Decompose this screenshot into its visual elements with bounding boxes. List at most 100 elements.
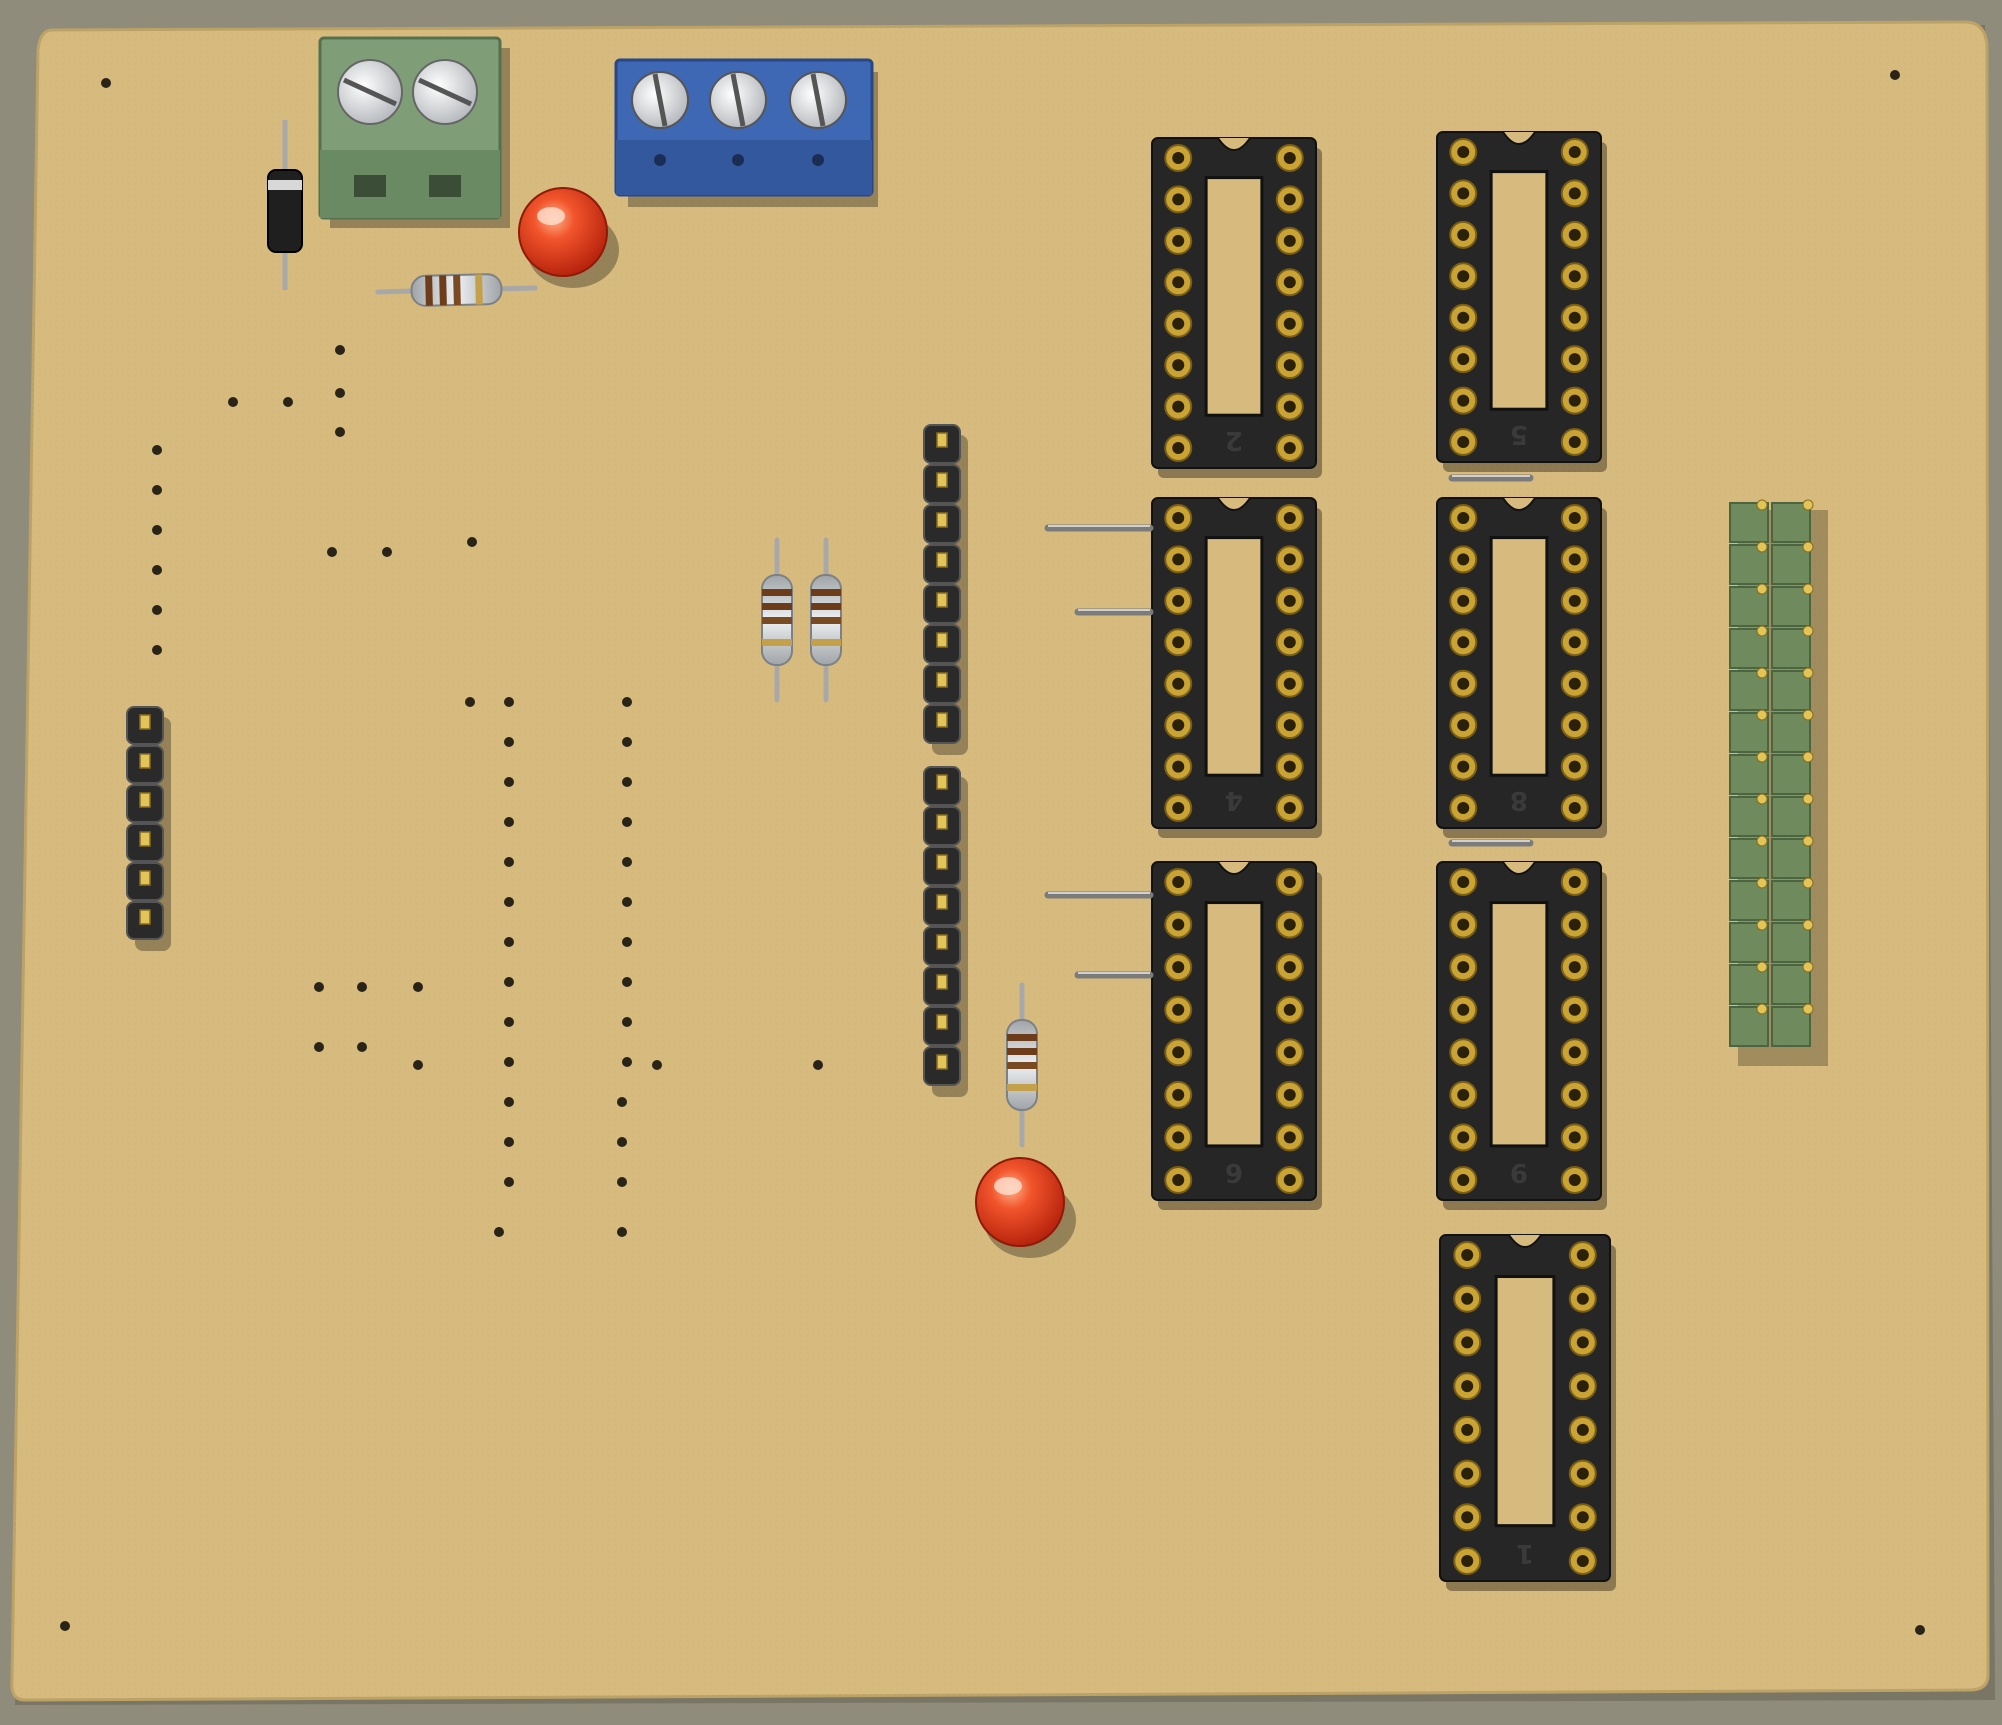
socket-pin-hole: [1283, 152, 1296, 164]
socket-pin-hole: [1172, 760, 1185, 773]
board-hole: [314, 1042, 324, 1052]
socket-pin-hole: [1283, 1131, 1296, 1144]
socket-notch: [1217, 861, 1251, 875]
socket-pin-hole: [1568, 187, 1581, 200]
socket-pin-hole: [1568, 636, 1581, 649]
socket-pin-hole: [1568, 719, 1581, 732]
board-hole: [504, 897, 514, 907]
resistor-band: [762, 589, 792, 596]
socket-pin-hole: [1172, 1174, 1185, 1186]
board-hole: [152, 645, 162, 655]
socket-pin-hole: [1457, 719, 1470, 732]
led-bottom: [975, 1157, 1076, 1258]
header-pin: [1756, 793, 1768, 805]
resistor-band: [811, 617, 841, 624]
header-pin: [936, 712, 948, 728]
header-pin: [139, 831, 151, 847]
header-pin: [936, 472, 948, 488]
resistor-band: [453, 274, 461, 306]
socket-pin-hole: [1457, 636, 1470, 649]
socket-notch: [1502, 861, 1536, 875]
socket-pin-hole: [1172, 442, 1185, 454]
header-pin: [1802, 919, 1814, 931]
header-pin: [1756, 499, 1768, 511]
board-hole: [622, 1017, 632, 1027]
board-hole: [152, 485, 162, 495]
header-pin: [1802, 541, 1814, 553]
header-block: [1771, 586, 1811, 627]
socket-pin-hole: [1461, 1336, 1474, 1349]
resistor-mid-left: [761, 537, 793, 703]
socket-9: 9: [1436, 861, 1607, 1210]
board-hole: [504, 777, 514, 787]
socket-pin-hole: [1172, 802, 1185, 814]
board-hole: [617, 1177, 627, 1187]
socket-pin-hole: [1283, 400, 1296, 413]
header-pin: [936, 432, 948, 448]
board-hole: [504, 1137, 514, 1147]
resistor-band: [811, 639, 841, 646]
socket-pin-hole: [1457, 1046, 1470, 1059]
header-block: [1771, 754, 1811, 795]
socket-pin-hole: [1457, 553, 1470, 566]
screw-slot: [730, 73, 746, 127]
resistor-band: [475, 274, 483, 305]
screw-slot: [342, 77, 398, 107]
socket-pin-hole: [1172, 719, 1185, 732]
led-dome: [975, 1157, 1065, 1247]
board-hole: [617, 1137, 627, 1147]
socket-pin-hole: [1172, 876, 1185, 888]
socket-pin-hole: [1576, 1292, 1589, 1305]
socket-pin-hole: [1172, 234, 1185, 247]
screw-slot: [810, 73, 826, 127]
board-hole: [413, 982, 423, 992]
socket-pin-hole: [1457, 146, 1470, 158]
header-pin: [1756, 751, 1768, 763]
socket-pin-hole: [1283, 442, 1296, 454]
board-hole: [652, 1060, 662, 1070]
socket-pin-hole: [1461, 1423, 1474, 1436]
socket-notch: [1217, 497, 1251, 511]
board-hole: [622, 737, 632, 747]
header-pin: [1802, 499, 1814, 511]
board-hole: [622, 897, 632, 907]
socket-pin-hole: [1172, 961, 1185, 974]
socket-pin-hole: [1457, 228, 1470, 241]
socket-1: 1: [1439, 1234, 1616, 1591]
socket-pin-hole: [1457, 876, 1470, 888]
socket-pin-hole: [1283, 802, 1296, 814]
socket-pin-hole: [1461, 1380, 1474, 1393]
wire-entry: [812, 154, 824, 166]
board-hole: [622, 817, 632, 827]
resistor-top: [375, 273, 538, 307]
header-pin: [1802, 667, 1814, 679]
board-hole: [504, 857, 514, 867]
board-hole: [60, 1621, 70, 1631]
socket-pin-hole: [1457, 961, 1470, 974]
header-block: [1771, 502, 1811, 543]
board-hole: [335, 345, 345, 355]
socket-pin-hole: [1568, 146, 1581, 158]
resistor-body-group: [761, 574, 793, 666]
board-hole: [1915, 1625, 1925, 1635]
socket-pin-hole: [1568, 961, 1581, 974]
socket-pin-hole: [1283, 234, 1296, 247]
socket-pin-hole: [1568, 436, 1581, 448]
board-hole: [622, 1057, 632, 1067]
header-pin: [936, 894, 948, 910]
socket-pin-hole: [1457, 394, 1470, 407]
socket-2: 2: [1151, 137, 1322, 478]
socket-pin-hole: [1568, 1088, 1581, 1101]
socket-label: 8: [1510, 785, 1528, 815]
board-hole: [327, 547, 337, 557]
header-block: [1771, 838, 1811, 879]
socket-pin-hole: [1172, 1131, 1185, 1144]
socket-pin-hole: [1576, 1380, 1589, 1393]
socket-pin-hole: [1283, 512, 1296, 524]
screw-slot: [652, 73, 668, 127]
board-hole: [504, 1057, 514, 1067]
board-hole: [622, 937, 632, 947]
board-hole: [335, 427, 345, 437]
socket-5: 5: [1436, 131, 1607, 472]
